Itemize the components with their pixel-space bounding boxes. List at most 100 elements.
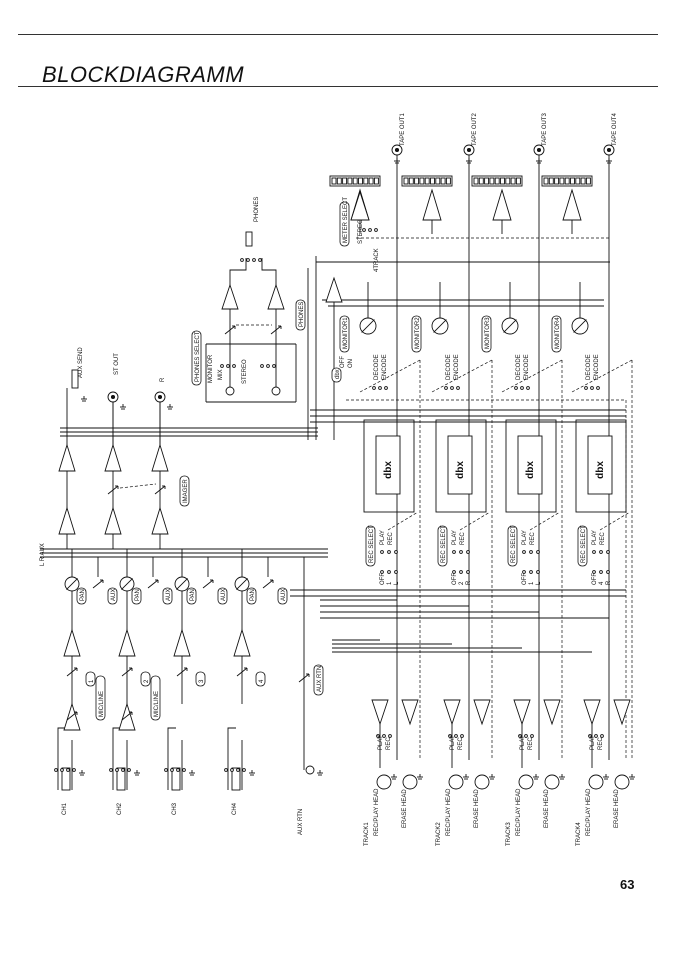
rec-gang-link xyxy=(387,511,419,531)
play-rec-contact xyxy=(388,734,392,738)
decode-label: DECODE xyxy=(516,354,522,380)
dbx-onoff-pill: dbx xyxy=(331,367,342,383)
input-jack xyxy=(116,767,126,791)
pill-text: AUX xyxy=(281,589,287,601)
pot-wiper xyxy=(66,578,78,590)
erase-head-label: ERASE HEAD xyxy=(402,789,408,828)
pot-wiper xyxy=(573,319,587,333)
meter-amp xyxy=(492,188,512,221)
rec-amp xyxy=(613,699,631,726)
pill-border xyxy=(277,587,288,605)
pill-text: IMAGER xyxy=(183,479,189,503)
decode-label: DECODE xyxy=(446,354,452,380)
pill-border xyxy=(339,201,350,247)
rec-option-label: 1 xyxy=(529,581,535,585)
dbx-gang-link xyxy=(501,359,563,393)
rec-rec-label: REC xyxy=(530,532,536,545)
rec-switch-contact xyxy=(536,570,540,574)
gain-amp xyxy=(63,628,81,657)
rec-switch-contact xyxy=(599,550,603,554)
four-track-label: 4TRACK xyxy=(374,248,380,272)
input-contact xyxy=(164,768,168,772)
meter-segment xyxy=(336,177,342,185)
rec-amp xyxy=(543,699,561,726)
meter-segment xyxy=(419,177,425,185)
pill-border xyxy=(507,525,518,567)
pill-border xyxy=(162,587,173,605)
rec-switch-contact xyxy=(599,570,603,574)
phones-stereo-label: STEREO xyxy=(242,359,248,384)
input-jack xyxy=(171,767,181,791)
rec-play-head xyxy=(376,774,392,790)
rec-option-label: 1 xyxy=(387,581,393,585)
pill-text: PAN xyxy=(80,589,86,601)
rec-play-label: PLAY xyxy=(522,530,528,545)
mic-preamp xyxy=(118,702,136,731)
monitor-label: MONITOR1 xyxy=(339,315,350,353)
phones-select-node xyxy=(225,386,235,396)
aux-label: AUX xyxy=(162,587,173,605)
rec-switch-contact xyxy=(606,570,610,574)
meter-segment xyxy=(478,177,484,185)
rec-rec-label: REC xyxy=(600,532,606,545)
input-contact xyxy=(72,768,76,772)
meter-segment xyxy=(347,177,353,185)
dbx-block xyxy=(375,435,401,495)
meter-segment xyxy=(494,177,500,185)
meter-segment xyxy=(564,177,570,185)
pill-text: PAN xyxy=(190,589,196,601)
pill-text: 3 xyxy=(199,679,205,683)
rec-play-head xyxy=(448,774,464,790)
rec-play-label: PLAY xyxy=(380,530,386,545)
pill-text: PHONES SELECT xyxy=(195,331,201,382)
phones-select-node xyxy=(271,386,281,396)
monitor-label: MONITOR4 xyxy=(551,315,562,353)
aux-rtn-knob-label: AUX RTN xyxy=(313,664,324,696)
encode-label: ENCODE xyxy=(524,354,530,380)
dbx-frame xyxy=(575,419,627,513)
rec-switch-contact xyxy=(380,550,384,554)
channel-label: CH4 xyxy=(232,802,238,815)
track-label: TRACK1 xyxy=(364,822,370,846)
monitor-label: MONITOR2 xyxy=(411,315,422,353)
input-contact xyxy=(66,768,70,772)
dbx-block xyxy=(517,435,543,495)
rec-switch-contact xyxy=(466,550,470,554)
play-rec-contact xyxy=(382,734,386,738)
rec-label: REC xyxy=(386,737,392,750)
top-rule xyxy=(18,34,658,35)
channel-number-label: 4 xyxy=(255,671,266,687)
dbx-label: dbx xyxy=(383,461,394,479)
pill-text: MIC/LINE xyxy=(99,691,105,717)
mic-preamp xyxy=(63,702,81,731)
rec-option-label: L xyxy=(394,581,400,585)
pill-border xyxy=(217,587,228,605)
meter-segment xyxy=(543,177,549,185)
pill-border xyxy=(365,525,376,567)
dbx-switch-contact xyxy=(456,386,460,390)
rec-switch-contact xyxy=(394,570,398,574)
pill-text: 2 xyxy=(144,679,150,683)
channel-number-label: 3 xyxy=(195,671,206,687)
meter-segment xyxy=(510,177,516,185)
phones-amp-l xyxy=(221,283,239,310)
rec-play-label: PLAY xyxy=(592,530,598,545)
phones-select-contact xyxy=(232,364,236,368)
rec-switch-contact xyxy=(452,550,456,554)
pill-text: 4 xyxy=(259,679,265,683)
aux-rtn-arrow xyxy=(298,673,310,683)
input-contact xyxy=(109,768,113,772)
meter-segment xyxy=(570,177,575,185)
erase-head xyxy=(544,774,560,790)
phones-label: PHONES xyxy=(254,197,260,222)
tape-out-label: TAPE OUT3 xyxy=(542,112,548,146)
play-rec-contact xyxy=(594,734,598,738)
pill-text: REC SELECT xyxy=(581,525,587,563)
pill-border xyxy=(179,475,190,507)
pill-border xyxy=(411,315,422,353)
rec-play-head-label: REC/PLAY HEAD xyxy=(586,788,592,836)
pan-label: PAN xyxy=(131,587,142,605)
dbx-switch-contact xyxy=(378,386,382,390)
meter-segment xyxy=(408,177,414,185)
meter-segment xyxy=(368,177,374,185)
